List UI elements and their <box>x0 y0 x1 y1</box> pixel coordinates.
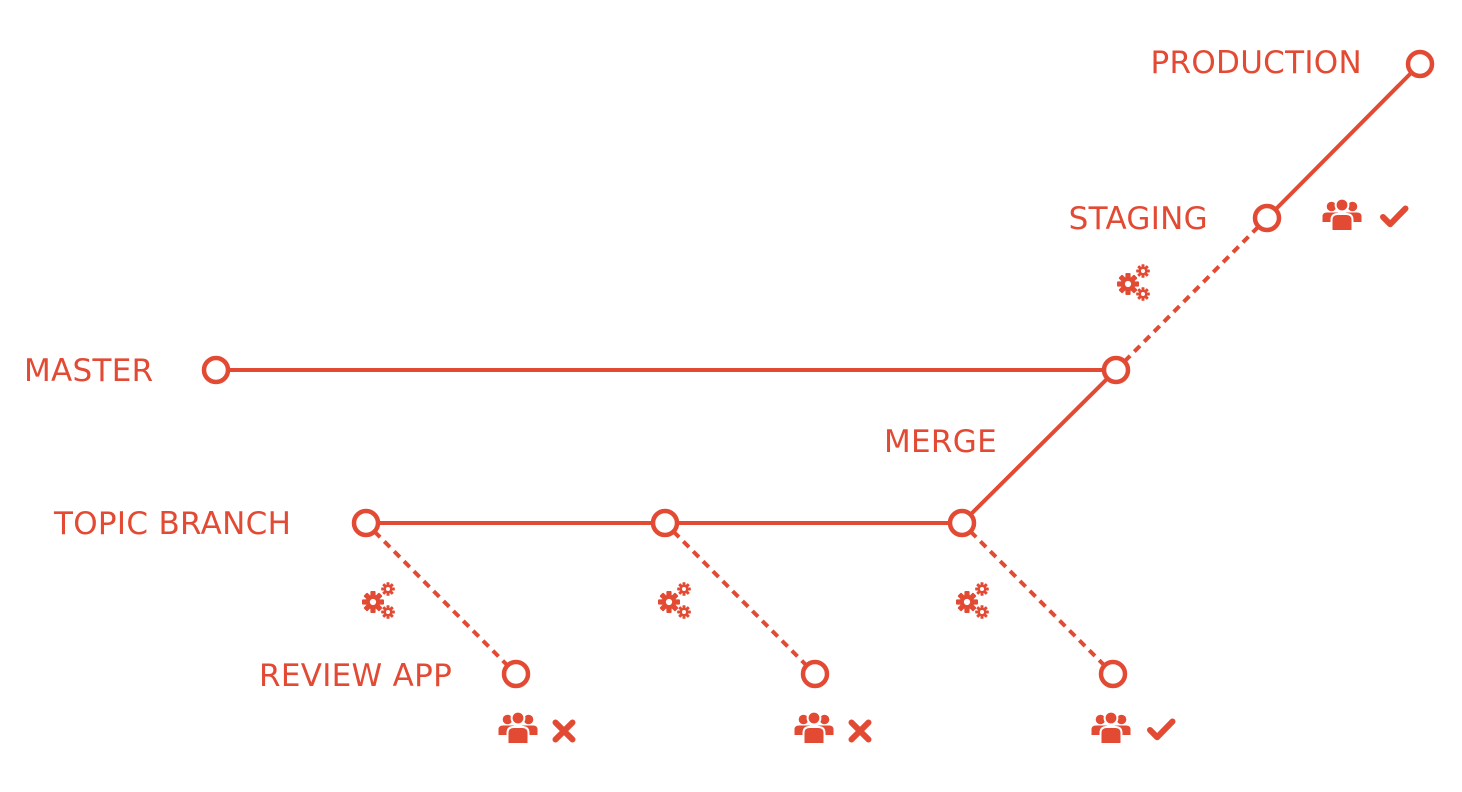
users-icon <box>1321 197 1363 232</box>
deploy-edge-dashed <box>373 530 509 667</box>
edges-layer <box>228 71 1413 667</box>
deploy-edge-dashed <box>969 530 1106 667</box>
review-app-label: REVIEW APP <box>259 658 452 694</box>
users-icon <box>1090 710 1132 745</box>
gears-icon <box>1117 264 1150 301</box>
master-start-node <box>201 355 231 385</box>
cross-icon <box>556 723 573 740</box>
merge-label: MERGE <box>884 424 997 460</box>
nodes-layer <box>201 49 1435 689</box>
branch-edge <box>1274 71 1413 211</box>
production-label: PRODUCTION <box>1150 45 1362 81</box>
merge-node <box>1101 355 1131 385</box>
staging-node <box>1252 203 1282 233</box>
production-node <box>1405 49 1435 79</box>
deploy-edge-dashed <box>1123 225 1260 363</box>
master-label: MASTER <box>24 353 154 389</box>
cross-icon <box>852 723 869 740</box>
topic-commit-1-node <box>351 508 381 538</box>
review-app-3-node <box>1098 659 1128 689</box>
review-app-1-node <box>501 659 531 689</box>
gears-icon <box>956 582 989 619</box>
users-icon <box>793 710 835 745</box>
topic-commit-3-node <box>947 508 977 538</box>
staging-label: STAGING <box>1069 201 1208 237</box>
users-icon <box>497 710 539 745</box>
branch-edge <box>969 377 1109 516</box>
gears-icon <box>362 582 395 619</box>
review-app-2-node <box>800 659 830 689</box>
topic-commit-2-node <box>650 508 680 538</box>
check-icon <box>1150 722 1173 738</box>
deploy-edge-dashed <box>672 530 808 667</box>
topic-branch-label: TOPIC BRANCH <box>53 506 291 542</box>
labels-layer: PRODUCTION STAGING MASTER MERGE TOPIC BR… <box>24 45 1362 694</box>
check-icon <box>1383 209 1406 225</box>
gears-icon <box>658 582 691 619</box>
